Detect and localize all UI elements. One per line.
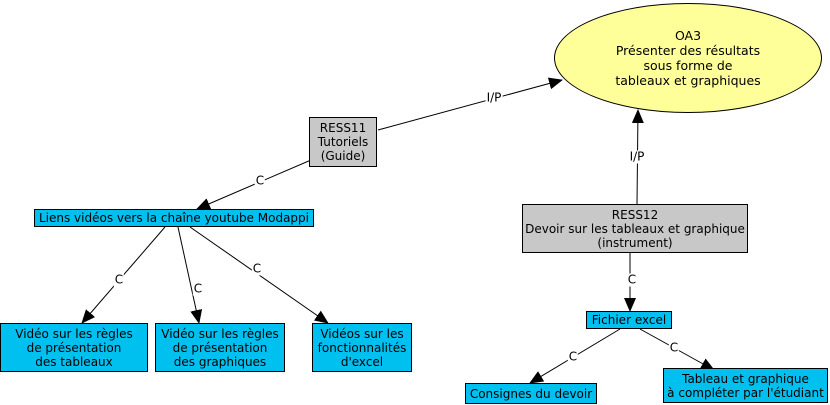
node-consignes-devoir[interactable]: Consignes du devoir (465, 383, 597, 404)
node-text-line: de présentation (172, 340, 268, 355)
node-text-line: (Guide) (320, 149, 366, 163)
edge-label: C (567, 349, 579, 364)
node-text-line: de présentation (26, 340, 122, 355)
node-text-line: Fichier excel (591, 313, 667, 327)
node-text-line: RESS11 (319, 121, 367, 135)
node-text-line: d'excel (340, 354, 384, 369)
edge-label: C (192, 281, 204, 296)
edge-label: C (254, 173, 266, 188)
node-text-line: Tableau et graphique (682, 371, 809, 386)
node-text-line: Liens vidéos vers la chaîne youtube Moda… (38, 211, 309, 225)
node-text-line: OA3 (674, 28, 702, 43)
edge-label: C (626, 272, 638, 287)
node-text-line: des tableaux (35, 354, 113, 369)
edge-label: C (251, 261, 263, 276)
node-liens-videos[interactable]: Liens vidéos vers la chaîne youtube Moda… (34, 209, 314, 227)
node-fichier-excel[interactable]: Fichier excel (586, 311, 672, 329)
node-text-line: à compléter par l'étudiant (667, 385, 824, 400)
edge-label: I/P (628, 149, 646, 164)
edge-ress11-to-oa3 (377, 77, 563, 131)
node-text-line: tableaux et graphiques (615, 73, 761, 88)
node-text-line: Devoir sur les tableaux et graphique (525, 221, 745, 236)
node-text-line: RESS12 (611, 207, 659, 222)
node-text-line: Tutoriels (317, 135, 369, 149)
edge-label: C (113, 272, 125, 287)
edge-label: I/P (485, 90, 503, 105)
node-text-line: Consignes du devoir (469, 386, 593, 401)
node-text-line: des graphiques (173, 354, 267, 369)
node-text-line: Vidéos sur les (320, 326, 404, 341)
edge-label: C (668, 340, 680, 355)
node-text-line: Vidéo sur les règles (15, 326, 133, 341)
node-text-line: sous forme de (643, 58, 733, 73)
node-text-line: Vidéo sur les règles (161, 326, 279, 341)
node-text-line: (instrument) (597, 235, 673, 250)
edge-liens-to-video_graphiques (177, 226, 203, 324)
node-text-line: fonctionnalités (317, 340, 407, 355)
node-text-line: Présenter des résultats (615, 43, 761, 58)
